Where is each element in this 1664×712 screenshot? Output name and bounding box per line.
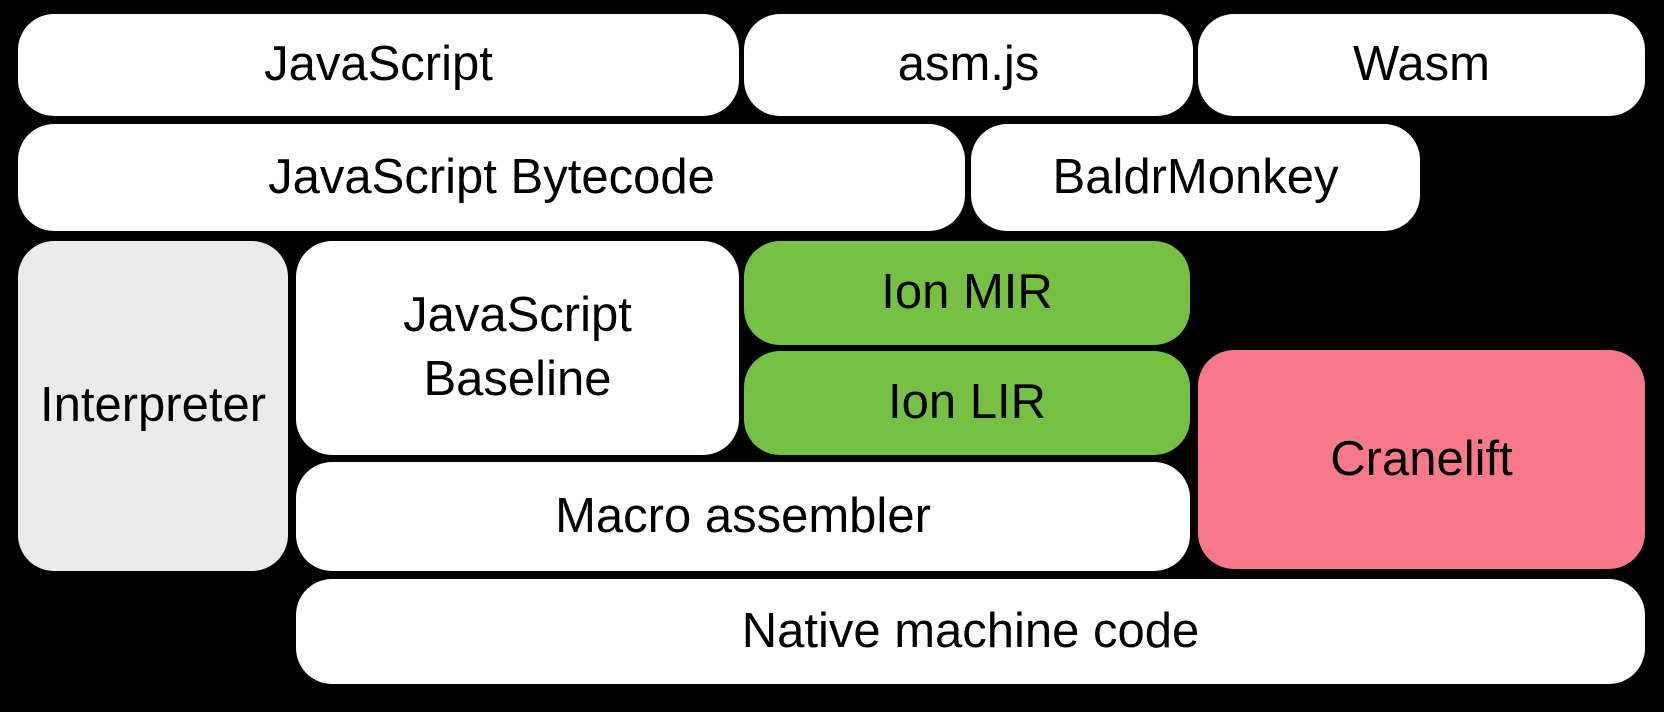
node-wasm: Wasm bbox=[1198, 14, 1645, 116]
node-macro-assembler-label: Macro assembler bbox=[555, 488, 931, 543]
node-ion-mir: Ion MIR bbox=[744, 241, 1190, 345]
node-baldrmonkey-label: BaldrMonkey bbox=[1052, 149, 1339, 204]
node-asmjs: asm.js bbox=[744, 14, 1193, 116]
node-macro-assembler: Macro assembler bbox=[296, 462, 1190, 571]
node-asmjs-label: asm.js bbox=[897, 37, 1040, 92]
node-js-bytecode-label: JavaScript Bytecode bbox=[268, 149, 715, 204]
node-interpreter: Interpreter bbox=[18, 241, 288, 571]
node-ion-mir-label: Ion MIR bbox=[881, 265, 1053, 320]
node-ion-lir-label: Ion LIR bbox=[888, 375, 1046, 430]
node-interpreter-label: Interpreter bbox=[39, 378, 267, 433]
node-js-baseline-label: JavaScript Baseline bbox=[403, 288, 632, 406]
node-wasm-label: Wasm bbox=[1353, 37, 1490, 92]
node-cranelift-label: Cranelift bbox=[1330, 431, 1513, 486]
node-native-machine-code-label: Native machine code bbox=[741, 603, 1200, 658]
node-javascript-label: JavaScript bbox=[264, 37, 493, 92]
node-javascript: JavaScript bbox=[18, 14, 739, 116]
node-baldrmonkey: BaldrMonkey bbox=[971, 124, 1420, 231]
node-js-baseline: JavaScript Baseline bbox=[296, 241, 739, 455]
node-cranelift: Cranelift bbox=[1198, 350, 1645, 569]
node-js-bytecode: JavaScript Bytecode bbox=[18, 124, 965, 231]
node-ion-lir: Ion LIR bbox=[744, 351, 1190, 455]
node-native-machine-code: Native machine code bbox=[296, 579, 1645, 684]
